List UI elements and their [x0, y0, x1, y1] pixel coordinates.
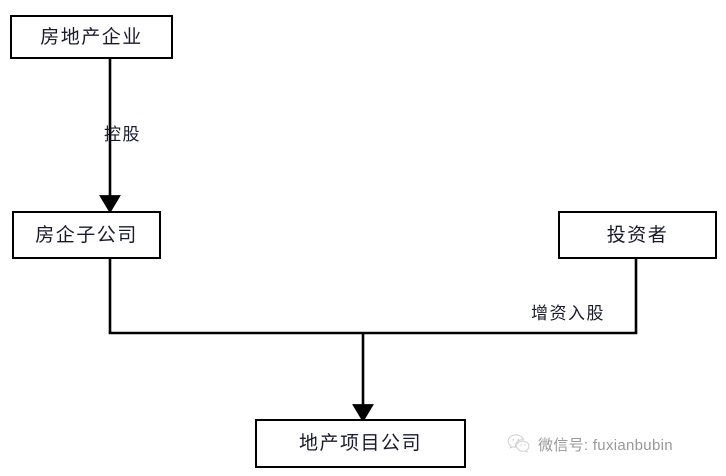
node-real-estate-enterprise[interactable]: 房地产企业 [10, 15, 173, 59]
node-investor[interactable]: 投资者 [558, 211, 717, 259]
node-label: 地产项目公司 [298, 433, 422, 454]
node-label: 房企子公司 [35, 224, 138, 246]
edge-label-holding: 控股 [104, 125, 141, 144]
node-developer-subsidiary[interactable]: 房企子公司 [12, 211, 161, 259]
wechat-icon [507, 434, 530, 453]
watermark-text: 微信号: fuxianbubin [538, 436, 673, 454]
node-label: 投资者 [606, 224, 669, 246]
edge-label-capital-increase: 增资入股 [531, 304, 605, 323]
wechat-watermark: 微信号: fuxianbubin [507, 433, 673, 455]
node-label: 房地产企业 [40, 26, 143, 48]
node-project-company[interactable]: 地产项目公司 [255, 419, 466, 468]
